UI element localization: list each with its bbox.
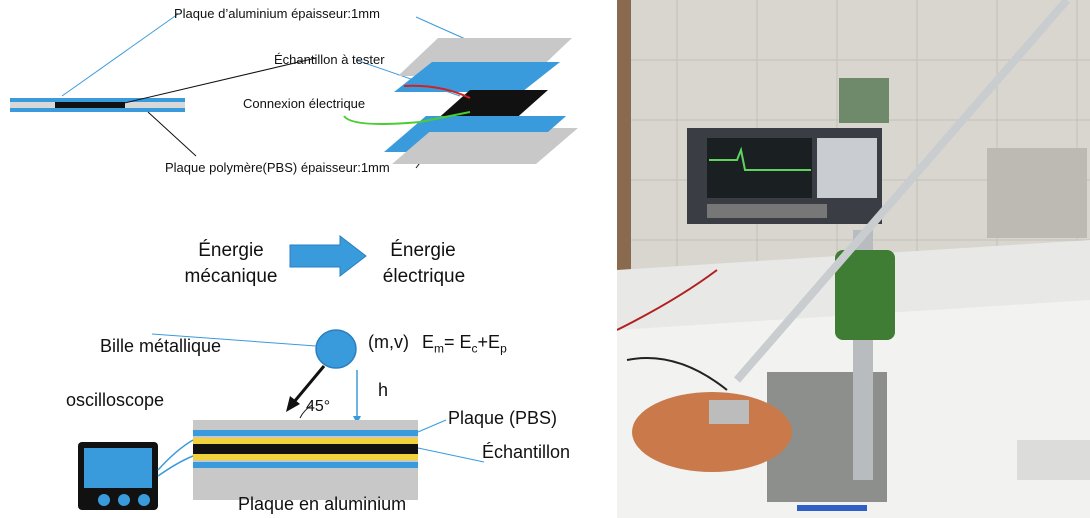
lab-photo-illustration [617, 0, 1090, 518]
angle-arc [299, 404, 313, 419]
label-connexion: Connexion électrique [243, 96, 366, 111]
label-plaque-en-aluminium: Plaque en aluminium [238, 494, 407, 514]
scope-wire [157, 439, 194, 471]
leader-alu [61, 13, 179, 97]
label-bille: Bille métallique [100, 336, 222, 356]
label-h: h [378, 380, 389, 400]
layered-plate [193, 420, 418, 500]
impact-arrowhead [286, 396, 300, 412]
leader-echantillon [417, 447, 485, 463]
label-energie-electrique-2: électrique [382, 266, 466, 287]
metal-ball [315, 329, 357, 369]
label-echantillon: Échantillon [482, 442, 571, 462]
label-angle: 45° [306, 398, 331, 415]
leader-pbs [417, 419, 447, 433]
label-energie-mecanique-2: mécanique [184, 266, 278, 287]
layer-stack-side-view [10, 98, 185, 112]
lab-setup-photo [617, 0, 1090, 518]
impact-arrow [292, 365, 326, 403]
oscilloscope-icon [78, 442, 158, 510]
leader-ech [119, 57, 317, 105]
label-oscilloscope: oscilloscope [66, 390, 165, 410]
label-plaque-polymere: Plaque polymère(PBS) épaisseur:1mm [165, 160, 390, 175]
label-mv: (m,v) [368, 332, 409, 352]
leader-bille [151, 333, 317, 347]
scope-wire-2 [157, 455, 194, 477]
leader-poly [147, 111, 197, 157]
exploded-view [343, 38, 578, 164]
label-plaque-alu: Plaque d’aluminium épaisseur:1mm [174, 6, 380, 21]
schematic-diagram [10, 13, 578, 510]
label-energie-mecanique-1: Énergie [198, 240, 264, 261]
label-plaque-pbs: Plaque (PBS) [448, 408, 558, 428]
label-energy-equation: Em= Ec+Ep [422, 332, 507, 356]
label-echantillon-a-tester: Échantillon à tester [274, 52, 385, 67]
label-energie-electrique-1: Énergie [390, 240, 456, 261]
energy-arrow [289, 234, 367, 278]
